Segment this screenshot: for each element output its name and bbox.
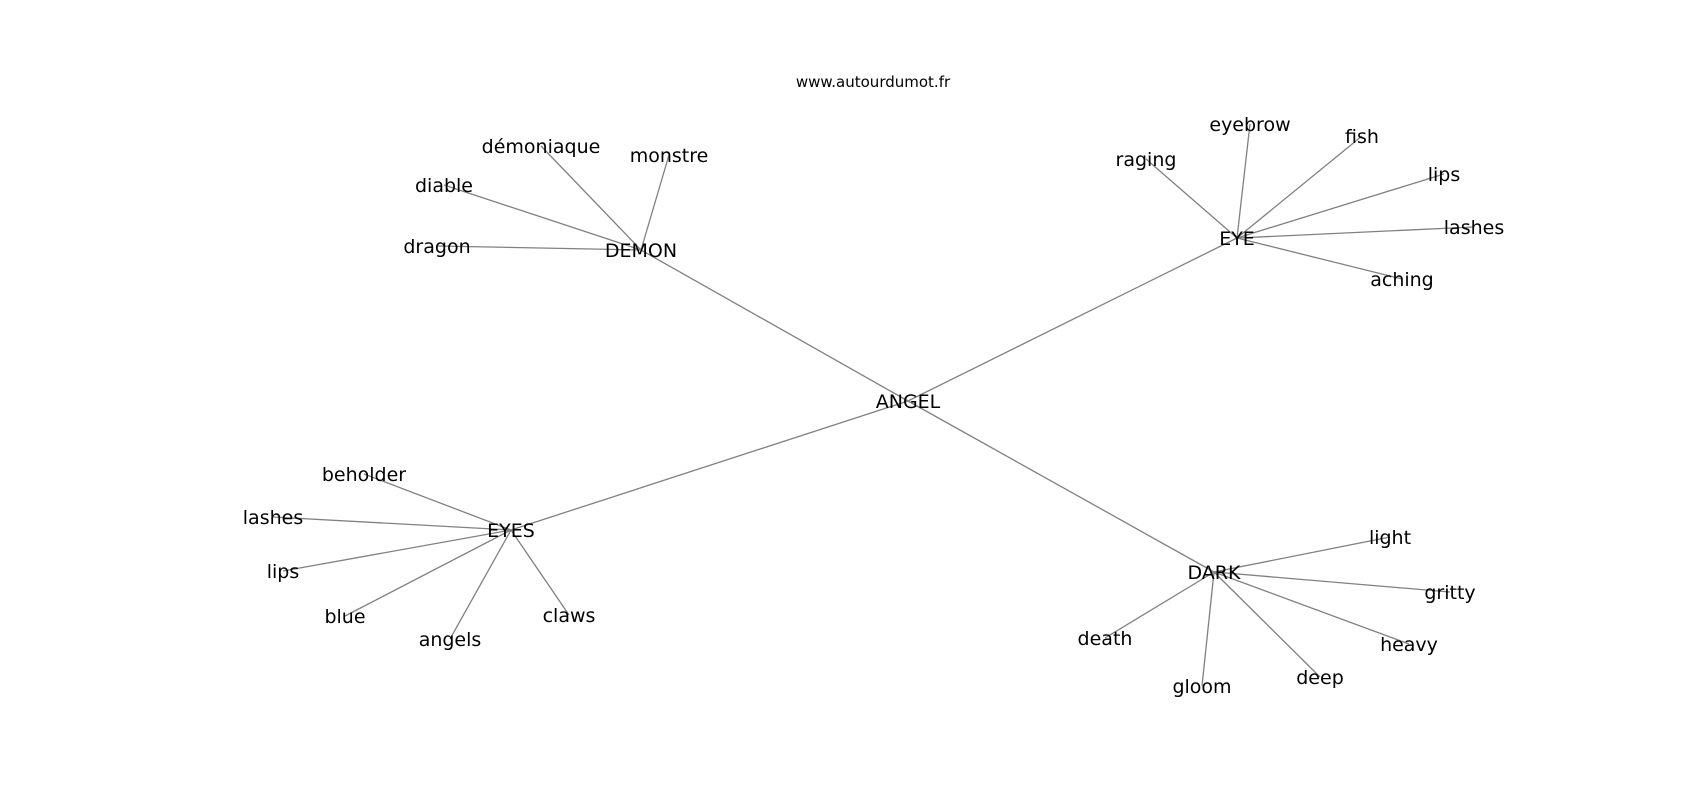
edge-eye-raging bbox=[1145, 158, 1238, 239]
edge-demon-dragon bbox=[436, 245, 642, 251]
edge-eyes-blue bbox=[344, 529, 512, 617]
node-dark-heavy[interactable]: heavy bbox=[1380, 634, 1438, 656]
edge-dark-deep bbox=[1213, 571, 1321, 678]
edge-eyes-beholder bbox=[363, 473, 512, 531]
edge-demon-monstre bbox=[640, 154, 670, 251]
node-dark-deep[interactable]: deep bbox=[1296, 667, 1344, 689]
edge-eyes-claws bbox=[510, 529, 570, 616]
node-eye-fish[interactable]: fish bbox=[1345, 126, 1379, 148]
node-dark-death[interactable]: death bbox=[1078, 628, 1133, 650]
node-eye-lips[interactable]: lips bbox=[1428, 164, 1461, 186]
edge-eye-fish bbox=[1236, 135, 1363, 239]
edge-demon-demoniaque bbox=[540, 145, 642, 251]
node-eye[interactable]: EYE bbox=[1219, 228, 1255, 250]
node-demon-monstre[interactable]: monstre bbox=[630, 145, 709, 167]
edge-dark-gloom bbox=[1201, 571, 1215, 687]
site-watermark[interactable]: www.autourdumot.fr bbox=[796, 73, 951, 91]
edge-eye-lashes bbox=[1236, 226, 1475, 239]
edge-dark-death bbox=[1104, 571, 1215, 639]
node-dark-gritty[interactable]: gritty bbox=[1424, 582, 1475, 604]
edge-eyes-lips bbox=[282, 529, 512, 572]
node-eyes-claws[interactable]: claws bbox=[543, 605, 596, 627]
node-dark-light[interactable]: light bbox=[1369, 527, 1411, 549]
node-eye-aching[interactable]: aching bbox=[1370, 269, 1434, 291]
edge-angel-dark bbox=[907, 400, 1215, 573]
edge-demon-diable bbox=[443, 184, 642, 251]
node-eyes-lashes[interactable]: lashes bbox=[243, 507, 303, 529]
edge-eyes-lashes bbox=[272, 516, 512, 531]
node-eyes-beholder[interactable]: beholder bbox=[322, 464, 406, 486]
node-eyes-angels[interactable]: angels bbox=[419, 629, 482, 651]
node-eye-lashes[interactable]: lashes bbox=[1444, 217, 1504, 239]
node-demon-dragon[interactable]: dragon bbox=[403, 236, 470, 258]
edge-eyes-angels bbox=[449, 529, 512, 640]
edge-eye-eyebrow bbox=[1236, 123, 1251, 239]
node-dark-gloom[interactable]: gloom bbox=[1172, 676, 1231, 698]
node-eyes-blue[interactable]: blue bbox=[324, 606, 365, 628]
edge-angel-demon bbox=[640, 249, 909, 402]
edge-eye-lips bbox=[1236, 173, 1445, 239]
node-eye-eyebrow[interactable]: eyebrow bbox=[1209, 114, 1290, 136]
edge-dark-gritty bbox=[1213, 571, 1451, 593]
node-demon-diable[interactable]: diable bbox=[415, 175, 473, 197]
edge-eye-aching bbox=[1236, 237, 1403, 280]
edge-dark-light bbox=[1213, 536, 1391, 573]
edge-angel-eyes bbox=[510, 400, 909, 531]
node-demon-demoniaque[interactable]: démoniaque bbox=[482, 136, 601, 158]
node-angel[interactable]: ANGEL bbox=[876, 391, 941, 413]
edge-angel-eye bbox=[907, 237, 1238, 402]
node-demon[interactable]: DEMON bbox=[605, 240, 677, 262]
node-eyes[interactable]: EYES bbox=[487, 520, 535, 542]
node-eyes-lips[interactable]: lips bbox=[267, 561, 300, 583]
edge-dark-heavy bbox=[1213, 571, 1410, 645]
node-eye-raging[interactable]: raging bbox=[1116, 149, 1177, 171]
node-dark[interactable]: DARK bbox=[1188, 562, 1241, 584]
graph-edges bbox=[272, 123, 1475, 687]
